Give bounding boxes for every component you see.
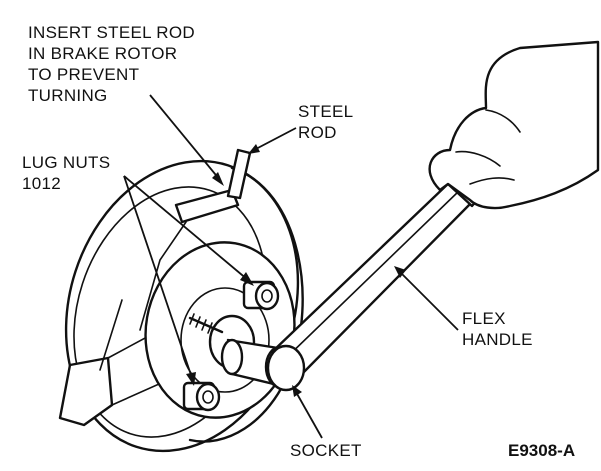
label-steel-rod-instruction: INSERT STEEL ROD IN BRAKE ROTOR TO PREVE… (28, 23, 200, 105)
label-steel-rod: STEEL ROD (298, 102, 358, 142)
leader-rotor (149, 94, 224, 186)
hand (428, 40, 600, 210)
leader-lug-nuts (123, 175, 254, 386)
caliper-bracket (58, 188, 240, 427)
label-socket: SOCKET (290, 441, 362, 460)
lug-nut-lower (182, 381, 221, 412)
leader-flex-handle (394, 266, 459, 331)
label-lug-nuts: LUG NUTS 1012 (22, 153, 115, 193)
leader-socket (292, 385, 323, 439)
leader-steel-rod (248, 127, 297, 154)
label-flex-handle: FLEX HANDLE (462, 309, 533, 349)
flex-handle (266, 164, 486, 392)
wheel-stud (188, 313, 224, 334)
figure-id: E9308-A (508, 441, 575, 460)
lug-nut-upper (242, 280, 280, 311)
